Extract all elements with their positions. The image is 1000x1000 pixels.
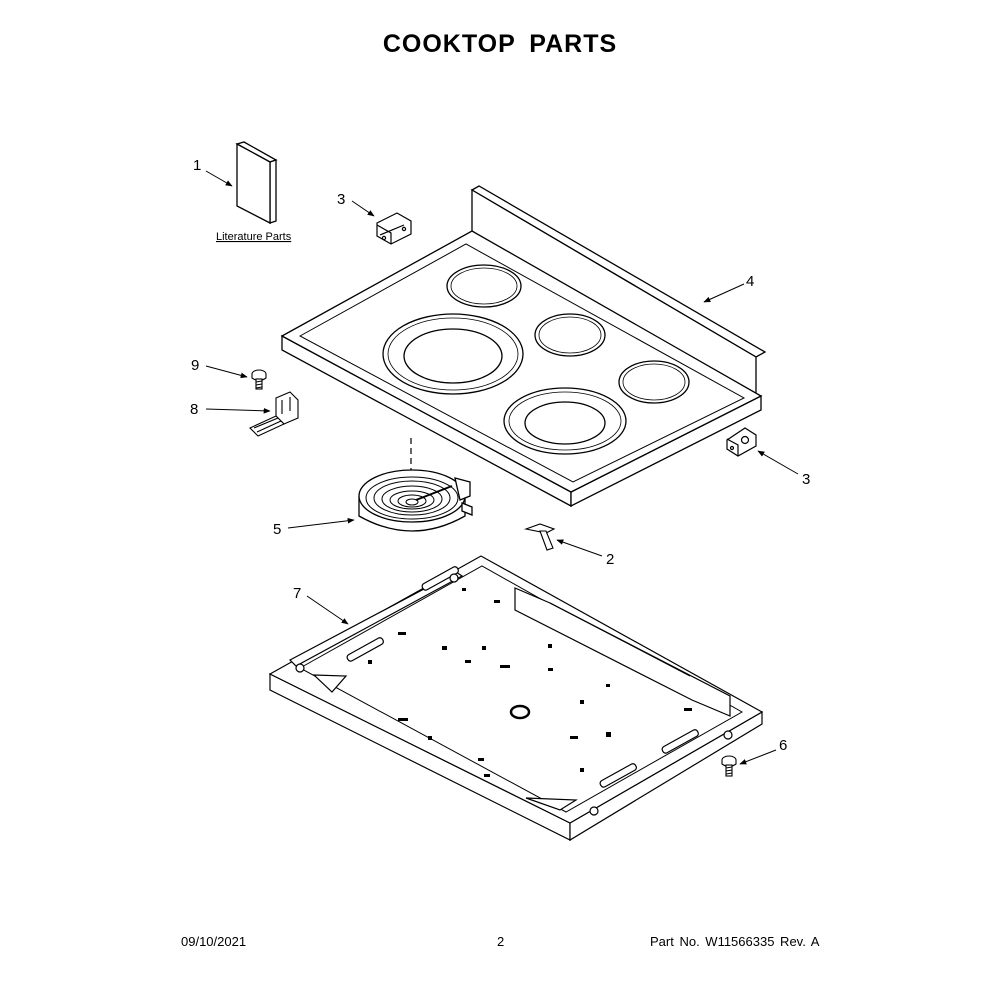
leader-6: [739, 749, 777, 765]
callout-1: 1: [193, 157, 201, 174]
leader-2: [556, 539, 603, 557]
pan-slot: [599, 763, 637, 788]
burner-rear-right: [534, 313, 606, 357]
pan-gusset: [312, 674, 348, 693]
leader-4: [703, 283, 745, 303]
cooktop-support-pan: [268, 555, 764, 842]
footer-date: 09/10/2021: [181, 934, 247, 949]
callout-4: 4: [746, 273, 754, 290]
footer-page-number: 2: [497, 934, 505, 949]
pan-corner-hole: [723, 730, 733, 740]
leader-1: [205, 170, 233, 187]
pan-slot: [421, 566, 459, 591]
cooktop-bracket-upper: [376, 212, 412, 245]
pan-left-rail: [289, 571, 464, 667]
leader-9: [205, 365, 248, 379]
pan-floor: [268, 555, 764, 824]
literature-parts-label: Literature Parts: [216, 231, 292, 243]
burner-front-dual-inner: [524, 401, 606, 445]
leader-7: [306, 595, 349, 625]
burner-rear-right-inner: [538, 316, 602, 354]
cooktop-bracket-lower: [726, 427, 757, 457]
pan-rear-channel-line: [549, 602, 691, 677]
pan-gusset: [525, 797, 578, 811]
callout-8: 8: [190, 401, 198, 418]
burner-rear-left-inner: [450, 267, 518, 305]
terminal-bracket-part-8: [249, 391, 299, 437]
callout-2: 2: [606, 551, 614, 568]
leader-5: [287, 517, 355, 529]
screw-part-6: [721, 755, 737, 777]
callout-5: 5: [273, 521, 281, 538]
pan-center-grommet: [509, 704, 531, 720]
burner-front-left-inner: [403, 328, 503, 384]
leader-3-lower: [757, 450, 799, 475]
burner-elements: [382, 264, 690, 455]
burner-front-dual: [503, 387, 627, 455]
burner-front-left-large: [382, 313, 524, 395]
pan-corner-hole: [449, 573, 459, 583]
radiant-surface-element: [358, 469, 473, 532]
pan-corner-hole: [589, 806, 599, 816]
callout-3-lower: 3: [802, 471, 810, 488]
pan-slot: [661, 729, 699, 754]
leader-3-upper: [351, 200, 375, 217]
pan-inner-floor: [298, 565, 744, 813]
pan-corner-hole: [295, 663, 305, 673]
main-cooktop: [280, 185, 767, 508]
burner-right-inner: [622, 363, 686, 401]
callout-9: 9: [191, 357, 199, 374]
page-title: COOKTOP PARTS: [382, 30, 618, 58]
callout-7: 7: [293, 585, 301, 602]
clip-part-2: [523, 523, 556, 551]
burner-front-left-ring: [387, 317, 519, 391]
pan-tab-marks: [368, 588, 692, 777]
pan-slot: [346, 637, 384, 662]
footer-part-number: Part No. W11566335 Rev. A: [650, 934, 820, 949]
leader-8: [205, 408, 271, 414]
callout-3-upper: 3: [337, 191, 345, 208]
callout-6: 6: [779, 737, 787, 754]
burner-right: [618, 360, 690, 404]
cooktop-inner-border: [298, 243, 746, 483]
screw-part-9: [251, 369, 267, 390]
burner-rear-left: [446, 264, 522, 308]
literature-booklet: [235, 141, 278, 225]
burner-front-dual-ring: [508, 391, 622, 451]
